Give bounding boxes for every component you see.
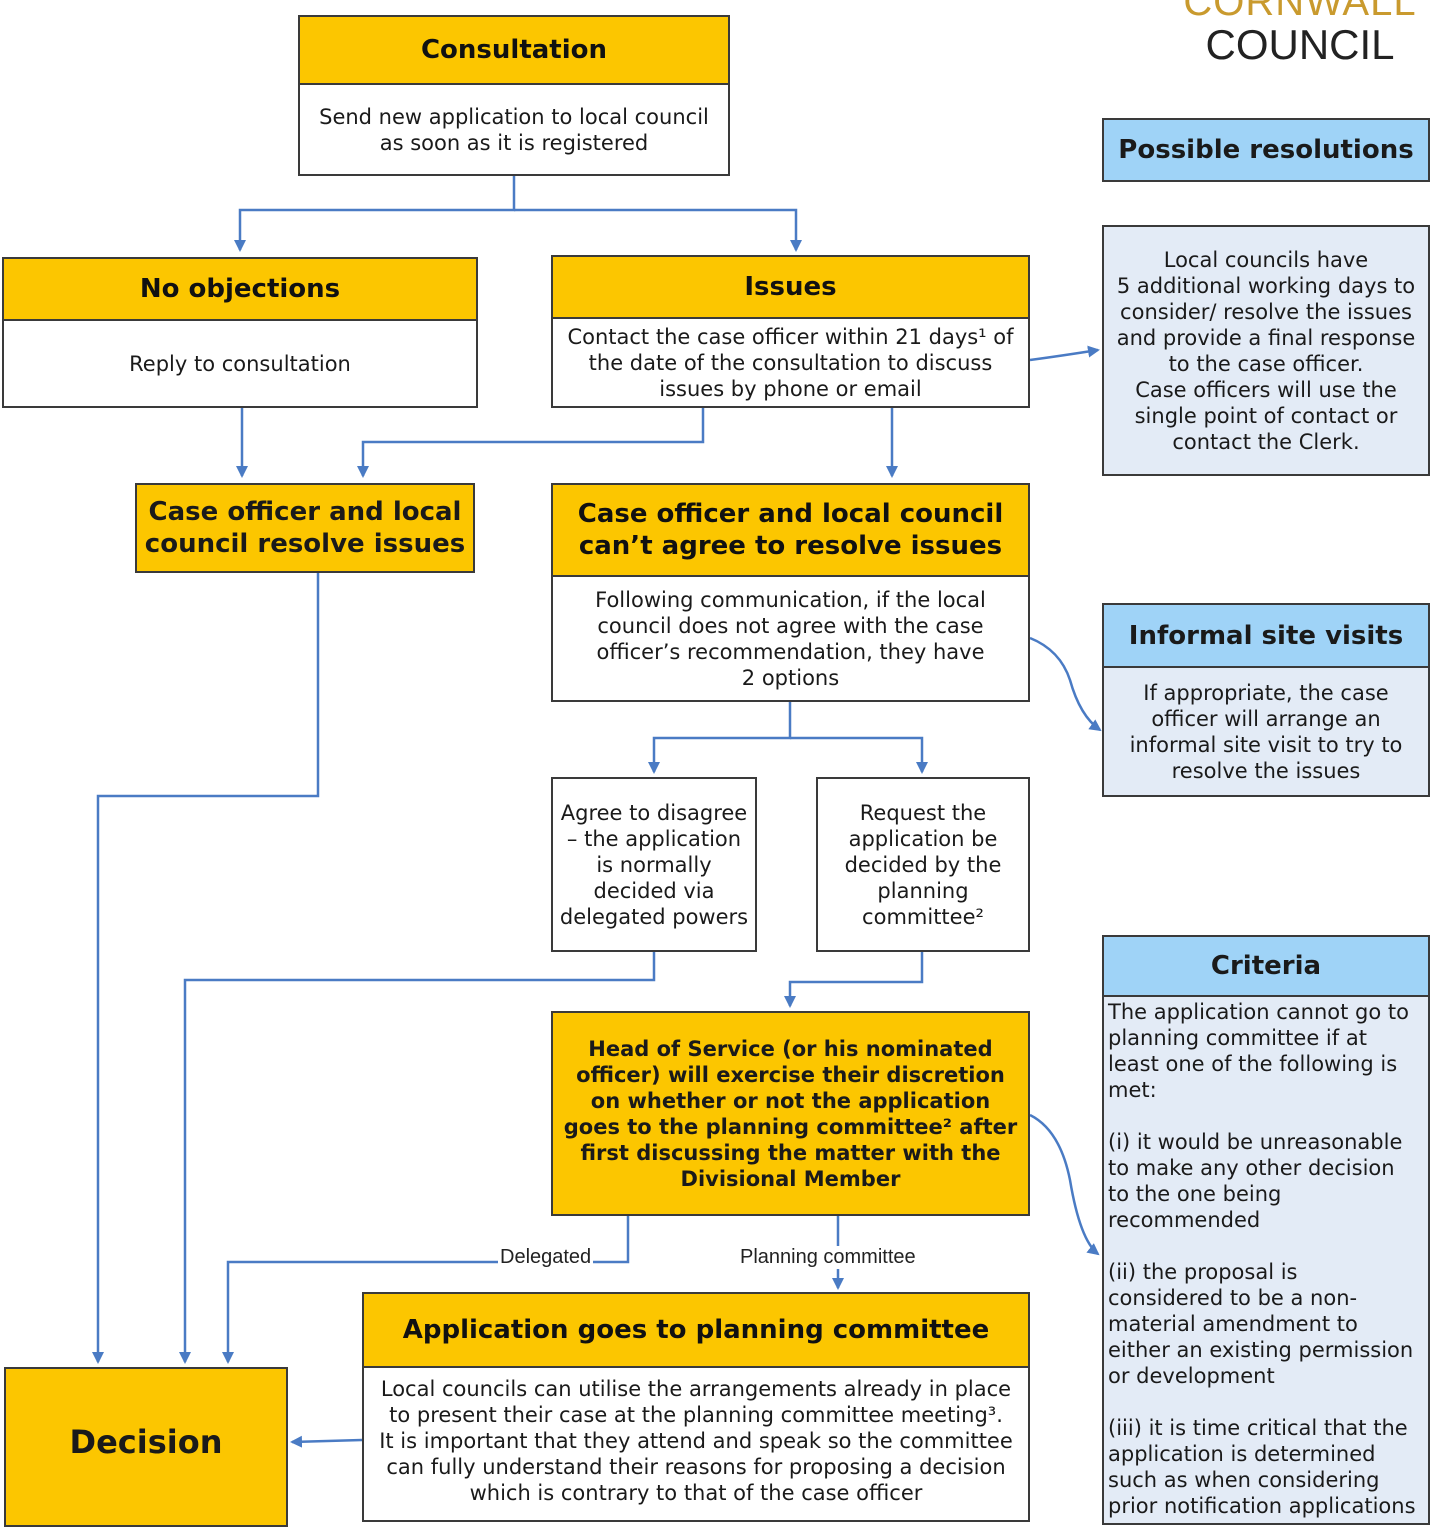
cant-agree-title: Case officer and local council can’t agr…	[553, 485, 1028, 577]
cornwall-council-logo: CORNWALL COUNCIL	[1183, 0, 1417, 68]
criteria-box: Criteria The application cannot go to pl…	[1102, 935, 1430, 1525]
cant-agree-body: Following communication, if the local co…	[595, 587, 986, 690]
informal-visits-body: If appropriate, the case officer will ar…	[1129, 680, 1403, 783]
no-objections-box: No objections Reply to consultation	[2, 257, 478, 408]
agree-to-disagree-box: Agree to disagree – the application is n…	[551, 777, 757, 952]
local-councils-note-box: Local councils have 5 additional working…	[1102, 225, 1430, 476]
issues-box: Issues Contact the case officer within 2…	[551, 255, 1030, 408]
app-committee-title: Application goes to planning committee	[364, 1294, 1028, 1368]
app-committee-body: Local councils can utilise the arrangeme…	[379, 1377, 1013, 1505]
consultation-body: Send new application to local council as…	[319, 104, 709, 155]
agree-to-disagree-body: Agree to disagree – the application is n…	[559, 800, 749, 929]
no-objections-title: No objections	[4, 259, 476, 321]
consultation-box: Consultation Send new application to loc…	[298, 15, 730, 176]
informal-visits-box: Informal site visits If appropriate, the…	[1102, 603, 1430, 797]
request-committee-box: Request the application be decided by th…	[816, 777, 1030, 952]
cant-agree-box: Case officer and local council can’t agr…	[551, 483, 1030, 702]
issues-body: Contact the case officer within 21 days¹…	[567, 324, 1014, 401]
planning-committee-label: Planning committee	[738, 1246, 918, 1269]
resolve-issues-box: Case officer and local council resolve i…	[135, 483, 475, 573]
informal-visits-title: Informal site visits	[1104, 605, 1428, 668]
decision-box: Decision	[4, 1367, 288, 1527]
no-objections-body: Reply to consultation	[129, 351, 351, 376]
resolve-issues-title: Case officer and local council resolve i…	[144, 497, 466, 559]
possible-resolutions-title: Possible resolutions	[1104, 120, 1428, 180]
connector-consultation	[234, 176, 516, 252]
issues-title: Issues	[553, 257, 1028, 319]
head-of-service-box: Head of Service (or his nominated office…	[551, 1011, 1030, 1216]
delegated-label: Delegated	[498, 1246, 594, 1269]
consultation-title: Consultation	[300, 17, 728, 85]
criteria-title: Criteria	[1104, 937, 1428, 997]
request-committee-body: Request the application be decided by th…	[844, 800, 1002, 929]
local-councils-note-body: Local councils have 5 additional working…	[1116, 247, 1416, 454]
app-committee-box: Application goes to planning committee L…	[362, 1292, 1030, 1522]
head-of-service-body: Head of Service (or his nominated office…	[563, 1036, 1018, 1191]
possible-resolutions-box: Possible resolutions	[1102, 118, 1430, 182]
criteria-body: The application cannot go to planning co…	[1108, 1000, 1416, 1518]
decision-title: Decision	[69, 1423, 223, 1461]
